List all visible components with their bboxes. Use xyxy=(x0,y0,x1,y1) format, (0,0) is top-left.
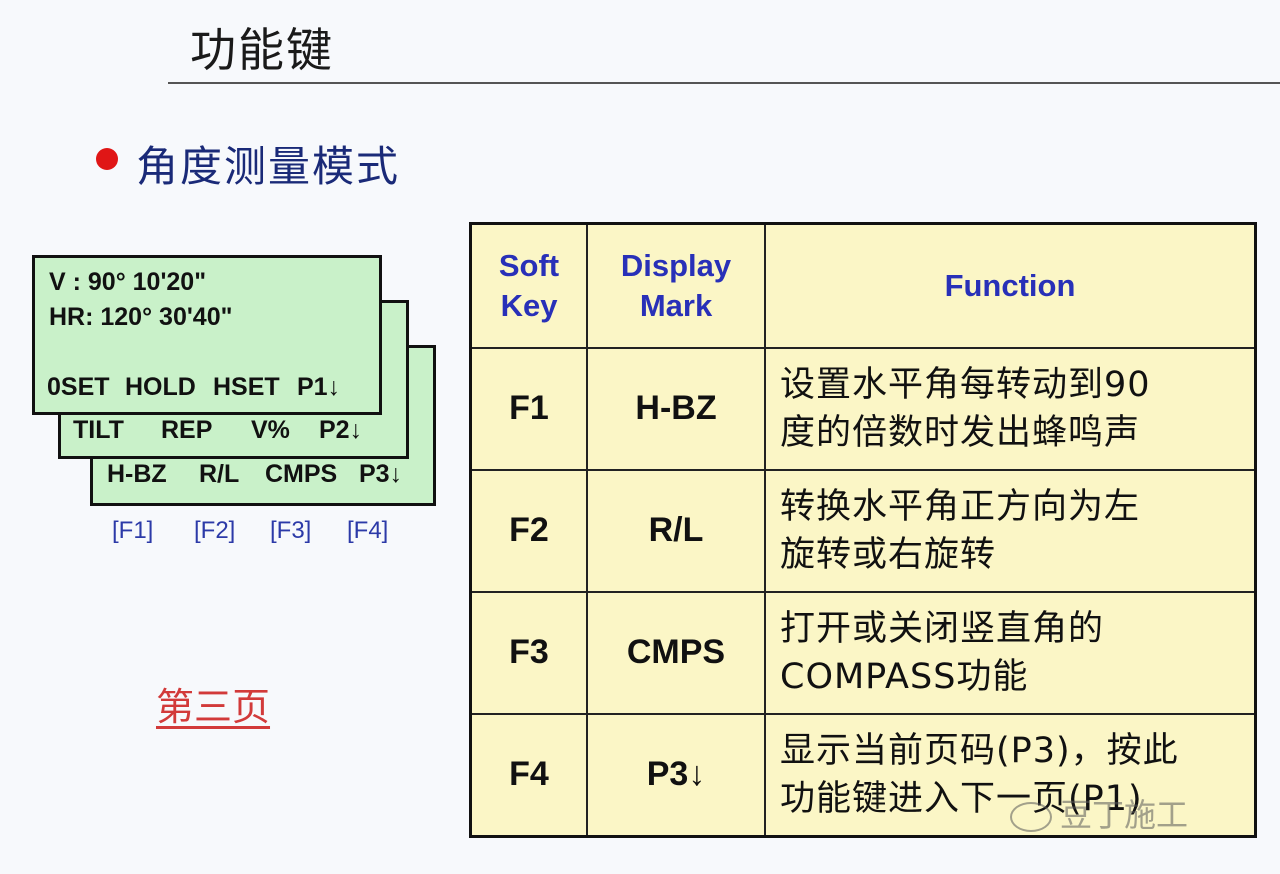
table-row: F2 R/L 转换水平角正方向为左 旋转或右旋转 xyxy=(469,468,1257,593)
row-display-mark: R/L xyxy=(586,468,766,593)
lcd-key: CMPS xyxy=(265,460,338,488)
bullet-dot-icon xyxy=(96,148,118,170)
row-soft-key: F3 xyxy=(469,590,588,715)
lcd-key: H-BZ xyxy=(107,460,167,488)
table-header-row: Soft Key Display Mark Function xyxy=(469,222,1257,349)
page-label-link[interactable]: 第三页 xyxy=(156,685,271,729)
lcd-key: R/L xyxy=(199,460,240,488)
lcd-horizontal-angle: HR: 120° 30'40" xyxy=(49,303,233,331)
title-divider xyxy=(168,82,1280,84)
row-soft-key: F2 xyxy=(469,468,588,593)
lcd-softkeys-page1: 0SET HOLD HSET P1↓ xyxy=(47,373,377,403)
section-subtitle: 角度测量模式 xyxy=(136,142,401,191)
header-display-mark: Display Mark xyxy=(586,222,766,349)
lcd-screen-page1: V : 90° 10'20" HR: 120° 30'40" 0SET HOLD… xyxy=(32,255,382,415)
function-key-table: Soft Key Display Mark Function F1 H-BZ 设… xyxy=(469,222,1257,838)
lcd-key: HOLD xyxy=(125,373,196,401)
lcd-key: TILT xyxy=(73,416,124,444)
row-soft-key: F1 xyxy=(469,347,588,471)
lcd-key: REP xyxy=(161,416,213,444)
function-key-f1[interactable]: [F1] xyxy=(112,517,154,544)
row-display-mark: P3↓ xyxy=(586,712,766,838)
row-display-mark: CMPS xyxy=(586,590,766,715)
row-function-desc: 设置水平角每转动到90 度的倍数时发出蜂鸣声 xyxy=(764,347,1257,471)
page-title: 功能键 xyxy=(190,23,334,77)
lcd-key: V% xyxy=(251,416,290,444)
row-display-mark: H-BZ xyxy=(586,347,766,471)
watermark: 豆丁施工 xyxy=(1010,790,1188,836)
lcd-key: HSET xyxy=(213,373,280,401)
lcd-softkeys-page2: TILT REP V% P2↓ xyxy=(73,416,403,446)
row-function-desc: 转换水平角正方向为左 旋转或右旋转 xyxy=(764,468,1257,593)
header-soft-key: Soft Key xyxy=(469,222,588,349)
lcd-key: P2↓ xyxy=(319,416,363,444)
table-row: F3 CMPS 打开或关闭竖直角的 COMPASS功能 xyxy=(469,590,1257,715)
row-function-desc: 打开或关闭竖直角的 COMPASS功能 xyxy=(764,590,1257,715)
function-key-f3[interactable]: [F3] xyxy=(270,517,312,544)
function-key-f2[interactable]: [F2] xyxy=(194,517,236,544)
lcd-key: 0SET xyxy=(47,373,110,401)
row-soft-key: F4 xyxy=(469,712,588,838)
lcd-vertical-angle: V : 90° 10'20" xyxy=(49,268,207,296)
lcd-key: P1↓ xyxy=(297,373,341,401)
lcd-key: P3↓ xyxy=(359,460,403,488)
table-row: F1 H-BZ 设置水平角每转动到90 度的倍数时发出蜂鸣声 xyxy=(469,347,1257,471)
function-key-f4[interactable]: [F4] xyxy=(347,517,389,544)
wechat-icon xyxy=(1010,802,1052,832)
lcd-softkeys-page3: H-BZ R/L CMPS P3↓ xyxy=(107,460,427,490)
header-function: Function xyxy=(764,222,1257,349)
